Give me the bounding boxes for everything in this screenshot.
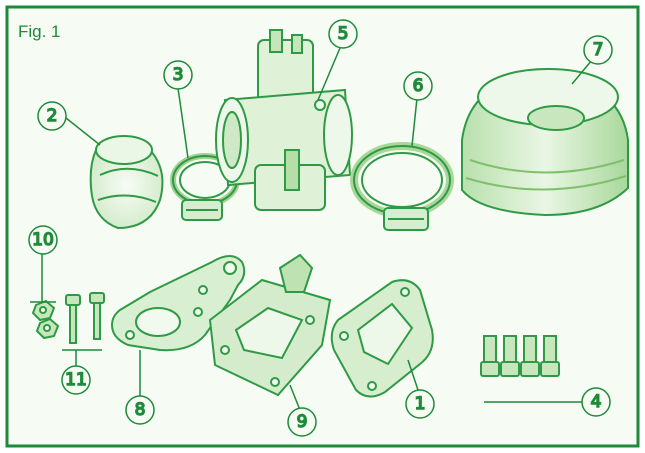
callout-label-9: 9 bbox=[297, 412, 308, 432]
callout-11: 11 bbox=[62, 366, 90, 394]
callout-label-1: 1 bbox=[415, 394, 426, 414]
callout-6: 6 bbox=[404, 72, 432, 100]
callout-5: 5 bbox=[329, 20, 357, 48]
callout-2: 2 bbox=[38, 102, 66, 130]
callout-10: 10 bbox=[29, 226, 57, 254]
callout-label-10: 10 bbox=[32, 230, 54, 250]
callout-label-5: 5 bbox=[338, 24, 349, 44]
part-7-air-filter bbox=[462, 69, 628, 215]
callout-9: 9 bbox=[288, 408, 316, 436]
callout-label-4: 4 bbox=[591, 392, 602, 412]
callout-label-3: 3 bbox=[173, 65, 184, 85]
figure-title: Fig. 1 bbox=[18, 22, 61, 42]
callout-4: 4 bbox=[582, 388, 610, 416]
callout-8: 8 bbox=[126, 396, 154, 424]
callout-3: 3 bbox=[164, 61, 192, 89]
callout-1: 1 bbox=[406, 390, 434, 418]
callout-label-6: 6 bbox=[413, 76, 424, 96]
callout-label-7: 7 bbox=[593, 40, 604, 60]
callout-label-8: 8 bbox=[135, 400, 146, 420]
callout-label-11: 11 bbox=[65, 370, 87, 390]
callout-label-2: 2 bbox=[47, 106, 58, 126]
part-2-intake-elbow bbox=[91, 136, 163, 228]
callout-7: 7 bbox=[584, 36, 612, 64]
